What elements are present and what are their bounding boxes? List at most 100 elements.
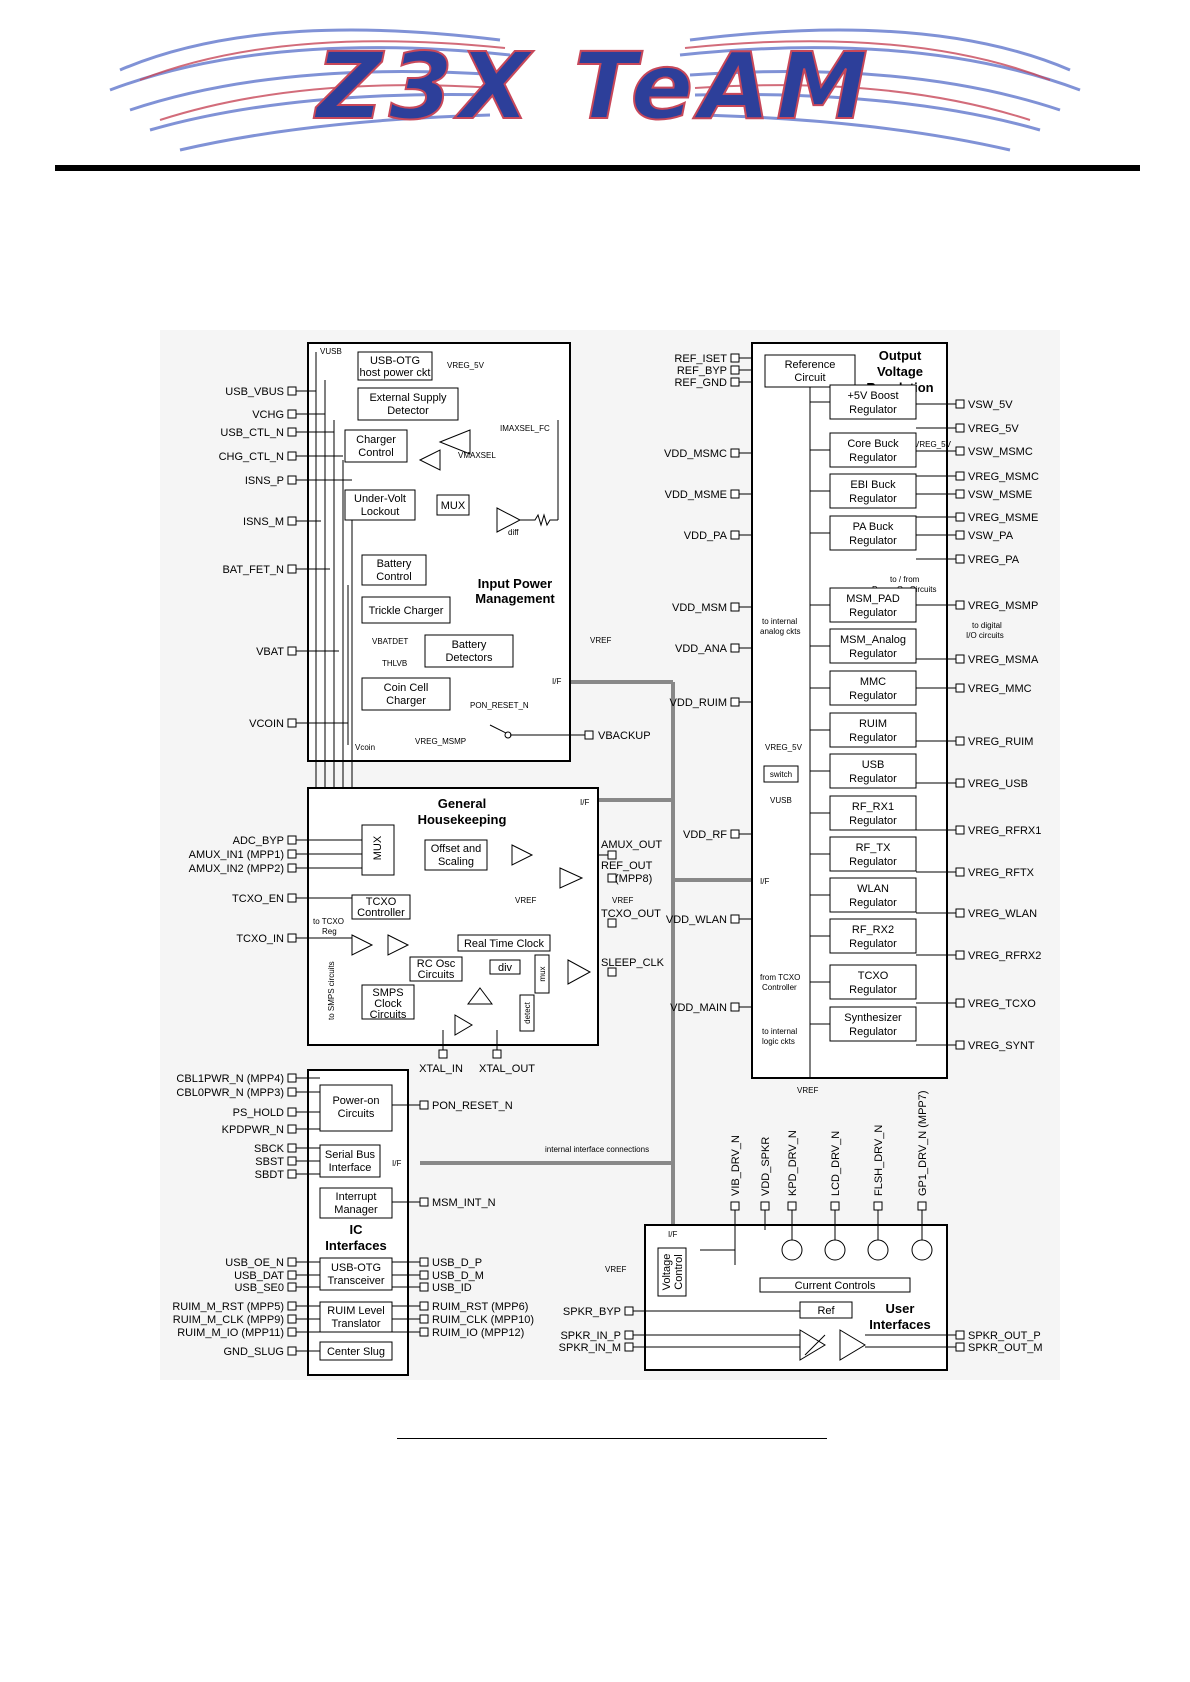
vreg-rfrx1-pin-label: VREG_RFRX1 (968, 825, 1041, 837)
chg-ctl-n-pin-label: CHG_CTL_N (219, 451, 284, 463)
switch-box (763, 765, 799, 783)
ovr-if-label: I/F (760, 877, 769, 886)
vbatdet-label: VBATDET (372, 637, 408, 646)
regulator-sub-label: Regulator (849, 732, 897, 744)
voltage-control-label-2: Control (673, 1254, 685, 1289)
regulator-label-msm-analog: MSM_Analog (840, 634, 906, 646)
usb-dat-pin (287, 1270, 297, 1280)
tcxo-en-pin (287, 893, 297, 903)
ref-iset-pin (730, 353, 740, 363)
vsw-msme-pin (955, 489, 965, 499)
regulator-sub-label: Regulator (849, 607, 897, 619)
trickle-charger-label: Trickle Charger (369, 605, 444, 617)
regulator-box-msm-analog (829, 628, 917, 664)
vreg-msmp-pin-label: VREG_MSMP (968, 600, 1038, 612)
usb-dat-pin-label: USB_DAT (234, 1270, 284, 1282)
kpd-drv-n-pin (787, 1201, 797, 1211)
ovr-right-pins: VSW_5VVREG_5VVSW_MSMCVREG_MSMCVSW_MSMEVR… (916, 399, 1041, 1052)
spkr-in-p-pin-label: SPKR_IN_P (560, 1330, 621, 1342)
vreg-5v-pin (955, 423, 965, 433)
spkr-out-p-pin (955, 1330, 965, 1340)
ruim-m-clk-mpp9-pin-label: RUIM_M_CLK (MPP9) (173, 1314, 284, 1326)
imaxsel-fc-label: IMAXSEL_FC (500, 424, 550, 433)
vdd-ruim-pin-label: VDD_RUIM (670, 697, 727, 709)
thlvb-label: THLVB (382, 659, 407, 668)
ovr-title-1: Output (879, 348, 922, 363)
regulator-sub-label: Regulator (849, 1026, 897, 1038)
ovr-title-2: Voltage (877, 364, 923, 379)
coin-cell-label-1: Coin Cell (384, 682, 429, 694)
adc-byp-pin-label: ADC_BYP (233, 835, 284, 847)
spkr-out-m-pin (955, 1342, 965, 1352)
regulator-sub-label: Regulator (849, 452, 897, 464)
regulator-box-5v-boost (829, 384, 917, 420)
ipm-title-1: Input Power (478, 576, 552, 591)
regulator-sub-label: Regulator (849, 815, 897, 827)
vreg-rfrx1-pin (955, 825, 965, 835)
vreg-rfrx2-pin-label: VREG_RFRX2 (968, 950, 1041, 962)
external-supply-label-2: Detector (387, 405, 429, 417)
kpdpwr-n-pin (287, 1124, 297, 1134)
ipm-right-pin: VBACKUP (575, 730, 651, 742)
ic-interfaces-block: Power-on Circuits Serial Bus Interface I… (307, 1069, 409, 1376)
ipm-mux-label: MUX (441, 500, 466, 512)
under-volt-lockout-box (344, 489, 416, 521)
gh-bottom-pins: XTAL_IN XTAL_OUT (419, 1030, 535, 1075)
usb-vbus-pin (287, 386, 297, 396)
vreg-5v-pin-label: VREG_5V (968, 423, 1019, 435)
usb-se0-pin (287, 1282, 297, 1292)
tcxo-in-pin-label: TCXO_IN (236, 933, 284, 945)
rtc-label: Real Time Clock (464, 938, 545, 950)
rc-osc-box (409, 956, 463, 982)
vreg-rftx-pin-label: VREG_RFTX (968, 867, 1035, 879)
ps-hold-pin (287, 1107, 297, 1117)
vdd-wlan-pin-label: VDD_WLAN (666, 914, 727, 926)
vdd-msme-pin (730, 489, 740, 499)
sbdt-pin (287, 1169, 297, 1179)
vreg-msme-pin (955, 512, 965, 522)
isns-m-pin-label: ISNS_M (243, 516, 284, 528)
ipm-pon-reset-label: PON_RESET_N (470, 701, 529, 710)
gh-mux-small-label: mux (538, 966, 547, 981)
user-interfaces-block: I/F VREF Voltage Control Current Control… (605, 1210, 948, 1371)
regulator-sub-label: Regulator (849, 897, 897, 909)
vreg-mmc-pin-label: VREG_MMC (968, 683, 1032, 695)
vdd-pa-pin (730, 530, 740, 540)
vreg-rfrx2-pin (955, 950, 965, 960)
to-logic-label-2: logic ckts (762, 1037, 795, 1046)
regulator-sub-label: Regulator (849, 535, 897, 547)
vdd-spkr-pin-label: VDD_SPKR (760, 1137, 772, 1196)
regulator-box-rf-rx2 (829, 918, 917, 954)
vreg-pa-pin (955, 554, 965, 564)
ovr-vref-label: VREF (797, 1086, 818, 1095)
tcxo-ctrl-label-1: TCXO (366, 896, 397, 908)
regulator-label-rf-tx: RF_TX (856, 842, 892, 854)
to-digital-label-2: I/O circuits (966, 631, 1004, 640)
general-housekeeping-block: General Housekeeping I/F MUX Offset and … (307, 787, 633, 1046)
regulator-label-mmc: MMC (860, 676, 886, 688)
isns-m-pin (287, 516, 297, 526)
gnd-slug-pin (287, 1346, 297, 1356)
to-from-label-1: to / from (890, 575, 920, 584)
regulator-box-core-buck (829, 432, 917, 468)
ref-out-pin-label: REF_OUT (601, 860, 653, 872)
to-tcxo-label-2: Reg (322, 927, 337, 936)
cbl1pwr-n-mpp4-pin (287, 1073, 297, 1083)
regulator-box-ruim (829, 712, 917, 748)
regulator-box-rf-tx (829, 836, 917, 872)
usb-oe-n-pin (287, 1257, 297, 1267)
usb-vbus-pin-label: USB_VBUS (225, 386, 284, 398)
to-analog-label-1: to internal (762, 617, 797, 626)
vbat-pin (287, 646, 297, 656)
regulator-box-synthesizer (829, 1006, 917, 1042)
current-controls-box (759, 1277, 911, 1293)
spkr-byp-pin-label: SPKR_BYP (563, 1306, 621, 1318)
offset-label-2: Scaling (438, 856, 474, 868)
vsw-pa-pin-label: VSW_PA (968, 530, 1014, 542)
usb-id-pin-label: USB_ID (432, 1282, 472, 1294)
amux-in1-mpp1-pin-label: AMUX_IN1 (MPP1) (189, 849, 284, 861)
coin-cell-charger-box (361, 677, 451, 711)
from-tcxo-label-2: Controller (762, 983, 797, 992)
regulator-sub-label: Regulator (849, 690, 897, 702)
ruim-m-io-mpp11-pin (287, 1327, 297, 1337)
